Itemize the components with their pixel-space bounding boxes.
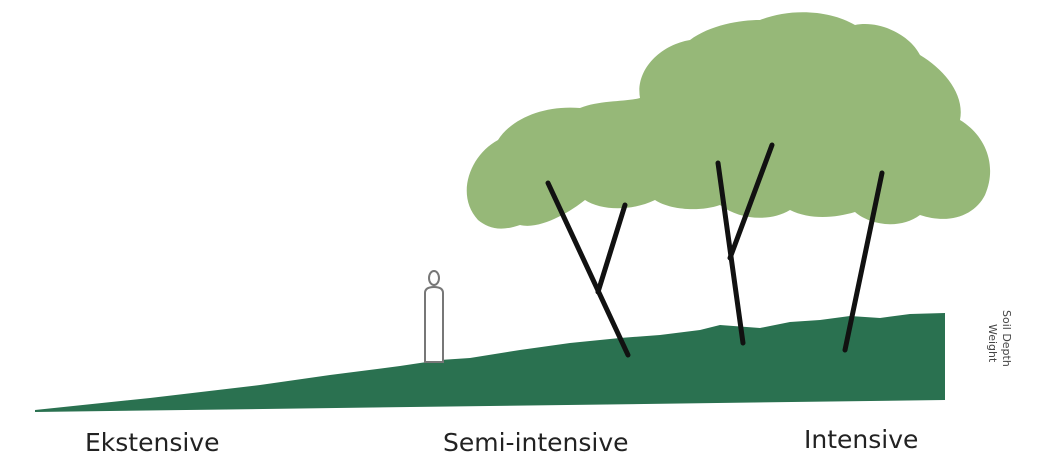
person-icon: [425, 271, 443, 362]
label-intensive: Intensive: [804, 427, 918, 452]
axis-label: Soil Depth Weight: [985, 310, 1025, 410]
trunk-1-branch: [598, 205, 625, 292]
soil-ground: [35, 313, 945, 412]
label-extensive: Ekstensive: [85, 430, 219, 455]
tree-canopy: [467, 12, 990, 228]
label-semi-intensive: Semi-intensive: [443, 430, 629, 455]
axis-label-soil-depth: Soil Depth: [1000, 310, 1013, 367]
trunk-1: [548, 183, 628, 355]
axis-label-weight: Weight: [986, 324, 999, 362]
